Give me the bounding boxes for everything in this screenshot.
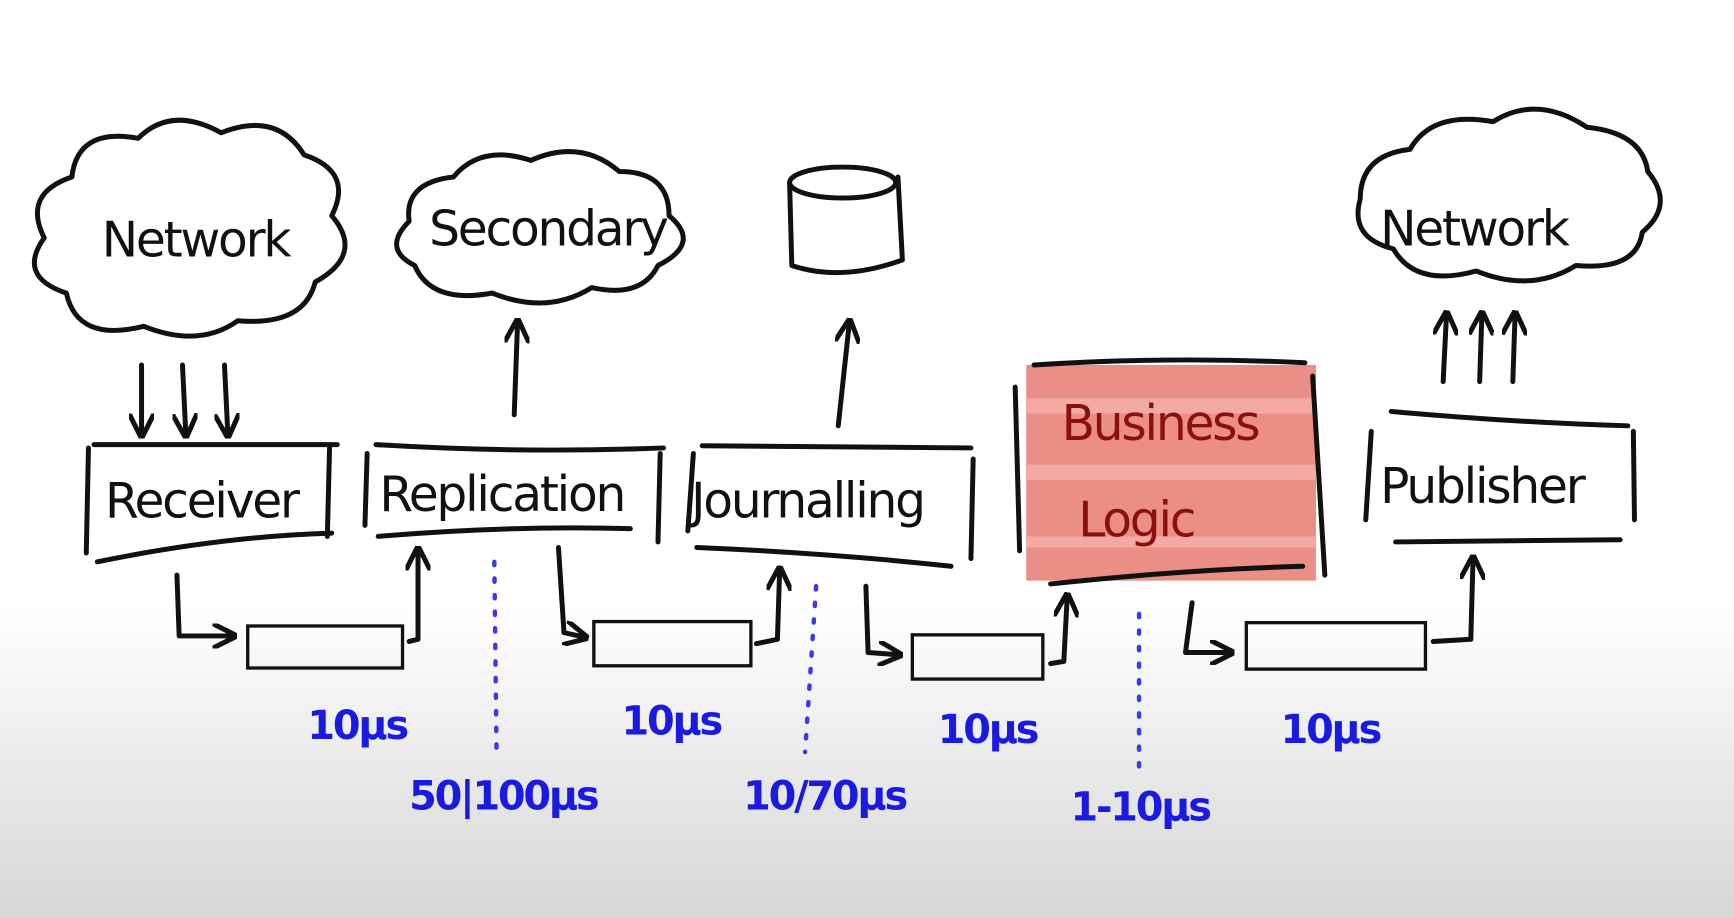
replication-latency-marker	[492, 559, 499, 755]
journalling-queue	[863, 583, 1067, 681]
secondary-label: Secondary	[429, 202, 668, 258]
publisher-box: Publisher	[1363, 408, 1637, 545]
network-out-cloud: Network	[1355, 106, 1663, 284]
journalling-box: Journalling	[685, 443, 976, 569]
replication-queue-latency: 10µs	[621, 698, 721, 744]
journalling-queue-latency: 10µs	[938, 707, 1038, 753]
replication-box: Replication	[362, 442, 667, 545]
replication-latency: 50|100µs	[409, 774, 598, 820]
secondary-cloud: Secondary	[394, 149, 686, 306]
business-logic-label-1: Business	[1062, 396, 1259, 452]
journalling-latency: 10/70µs	[743, 774, 906, 820]
journal-arrow	[838, 323, 849, 429]
replication-arrow	[514, 323, 517, 418]
receiver-queue-latency: 10µs	[307, 703, 407, 749]
business-logic-latency: 1-10µs	[1070, 785, 1210, 831]
journal-storage-cylinder-icon	[787, 164, 905, 276]
publisher-queue	[1183, 560, 1473, 671]
journalling-label: Journalling	[688, 474, 924, 530]
business-logic-box: Business Logic	[1012, 357, 1328, 587]
publisher-queue-latency: 10µs	[1281, 707, 1381, 753]
network-in-arrows	[142, 362, 228, 434]
journalling-latency-marker	[802, 583, 819, 755]
replication-label: Replication	[379, 467, 624, 523]
network-out-label: Network	[1380, 202, 1571, 258]
publisher-label: Publisher	[1380, 459, 1586, 515]
receiver-box: Receiver	[83, 442, 340, 565]
receiver-queue	[174, 551, 418, 670]
receiver-label: Receiver	[105, 474, 300, 530]
network-in-label: Network	[102, 213, 293, 269]
business-logic-label-2: Logic	[1078, 492, 1194, 548]
network-out-arrows	[1443, 315, 1515, 385]
replication-queue	[555, 544, 779, 668]
network-in-cloud: Network	[32, 117, 348, 339]
